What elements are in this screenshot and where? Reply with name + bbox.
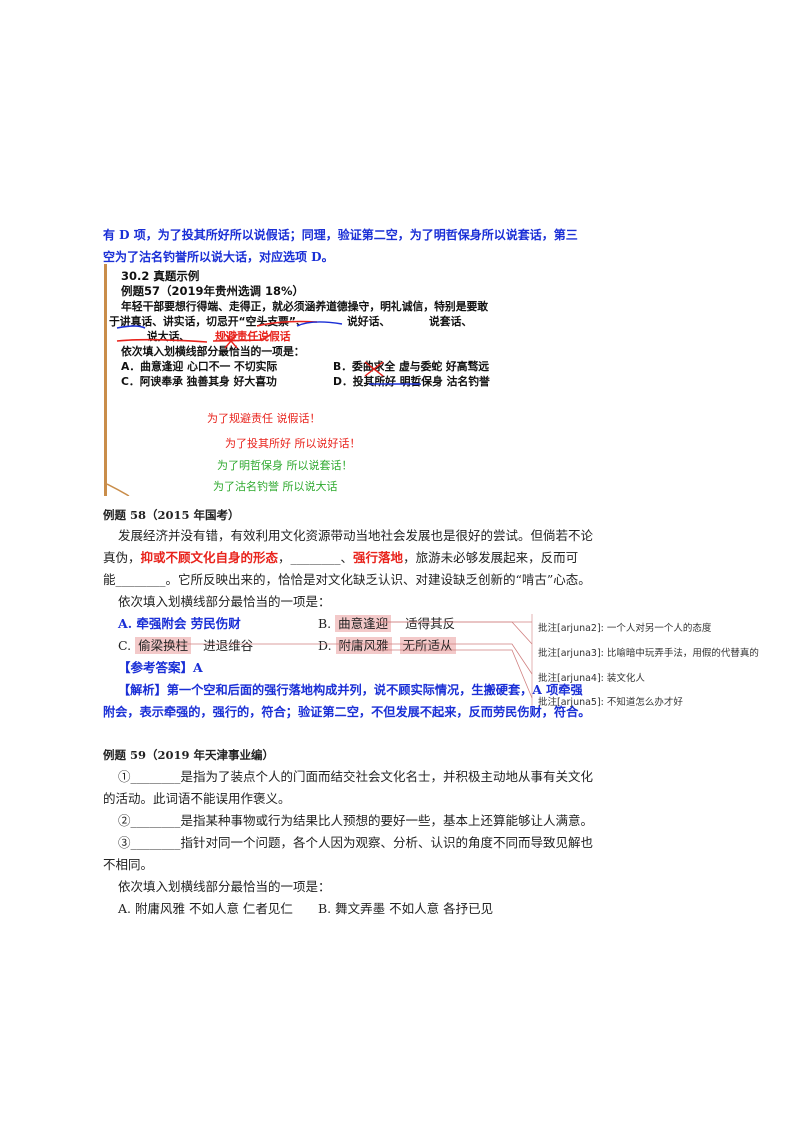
p1-text-3: ，旅游未必够发展起来，反而可 [403, 550, 579, 565]
image-annotation-strokes [107, 320, 421, 496]
example58-answer: 【参考答案】A [118, 660, 203, 675]
example59-title: 例题 59（2019 年天津事业编） [103, 748, 275, 762]
image-header-2: 例题57（2019年贵州选调 18%） [121, 284, 305, 298]
p1-red-2: 强行落地 [353, 550, 404, 565]
comment-arjuna5[interactable]: 批注[arjuna5]: 不知道怎么办才好 [538, 697, 683, 708]
example59-item1-line-1: ①________是指为了装点个人的门面而结交社会文化名士，并积极主动地从事有关… [118, 769, 594, 784]
example59-option-b: B. 舞文弄墨 不如人意 各抒已见 [318, 901, 494, 916]
example58-paragraph-line-3: 能________。它所反映出来的，恰恰是对文化缺乏认识、对建设缺乏创新的“啃古… [103, 572, 591, 587]
example58-option-a: A. 牵强附会 劳民伤财 [118, 616, 241, 631]
example59-item2: ②________是指某种事物或行为结果比人预想的要好一些，基本上还算能够让人满… [118, 813, 594, 828]
image-question-prompt: 依次填入划横线部分最恰当的一项是： [121, 345, 305, 358]
image-option-d: D．投其所好 明哲保身 沽名钓誉 [333, 375, 490, 388]
p1-text-1: 真伪， [103, 550, 141, 565]
option-b-word-2: 适得其反 [405, 616, 456, 631]
image-question-line-3b: 规避责任说假话 [215, 330, 291, 343]
example59-item1-line-2: 的活动。此词语不能误用作褒义。 [103, 791, 291, 806]
option-b-word-1: 曲意逢迎 [335, 615, 392, 632]
embedded-question-image: 30.2 真题示例 例题57（2019年贵州选调 18%） 年轻干部要想行得端、… [104, 264, 499, 496]
image-callout-4: 为了沽名钓誉 所以说大话 [213, 480, 338, 493]
analysis-line-2: 空为了沽名钓誉所以说大话，对应选项 D。 [103, 250, 334, 264]
image-callout-3: 为了明哲保身 所以说套话！ [217, 459, 353, 472]
option-c-label: C. [118, 638, 132, 653]
p1-red-1: 抑或不顾文化自身的形态 [140, 550, 279, 565]
example59-item3-line-2: 不相同。 [103, 857, 154, 872]
example58-paragraph-line-1: 发展经济并没有错，有效利用文化资源带动当地社会发展也是很好的尝试。但倘若不论 [118, 528, 594, 543]
comment-arjuna4[interactable]: 批注[arjuna4]: 装文化人 [538, 673, 645, 684]
example58-analysis-line-2: 附会，表示牵强的，强行的，符合；验证第二空，不但发展不起来，反而劳民伤财，符合。 [103, 705, 591, 719]
comment-arjuna3[interactable]: 批注[arjuna3]: 比喻暗中玩弄手法，用假的代替真的 [538, 648, 759, 659]
example59-option-a: A. 附庸风雅 不如人意 仁者见仁 [118, 901, 293, 916]
option-c-word-2: 进退维谷 [203, 638, 254, 653]
image-question-line-2c: 说套话、 [429, 315, 473, 328]
image-header-1: 30.2 真题示例 [121, 269, 200, 283]
image-question-line-1: 年轻干部要想行得端、走得正，就必须涵养道德操守，明礼诚信，特别是要敢 [121, 300, 489, 313]
image-question-line-2b: 说好话、 [347, 315, 391, 328]
image-question-line-2a: 于讲真话、讲实话，切忌开“空头支票”、 [109, 315, 307, 328]
image-option-a: A．曲意逢迎 心口不一 不切实际 [121, 360, 278, 373]
example58-option-c: C. 偷梁换柱 进退维谷 [118, 635, 253, 657]
comment-arjuna2[interactable]: 批注[arjuna2]: 一个人对另一个人的态度 [538, 623, 712, 634]
example58-title: 例题 58（2015 年国考） [103, 508, 240, 522]
image-callout-1: 为了规避责任 说假话！ [207, 412, 321, 425]
option-b-label: B. [318, 616, 332, 631]
p1-text-2: ，________、 [278, 550, 354, 565]
example58-analysis-line-1: 【解析】第一个空和后面的强行落地构成并列，说不顾实际情况，生搬硬套，A 项牵强 [118, 683, 583, 697]
image-callout-2: 为了投其所好 所以说好话！ [225, 437, 361, 450]
example59-prompt: 依次填入划横线部分最恰当的一项是： [118, 879, 331, 894]
option-d-label: D. [318, 638, 332, 653]
example58-paragraph-line-2: 真伪，抑或不顾文化自身的形态，________、强行落地，旅游未必够发展起来，反… [103, 547, 578, 569]
example58-prompt: 依次填入划横线部分最恰当的一项是： [118, 594, 331, 609]
example59-item3-line-1: ③________指针对同一个问题，各个人因为观察、分析、认识的角度不同而导致见… [118, 835, 594, 850]
option-c-word-1: 偷梁换柱 [135, 637, 192, 654]
image-option-c: C．阿谀奉承 独善其身 好大喜功 [121, 375, 277, 388]
example58-option-b: B. 曲意逢迎 适得其反 [318, 613, 455, 635]
analysis-line-1: 有 D 项，为了投其所好所以说假话；同理，验证第二空，为了明哲保身所以说套话，第… [103, 228, 578, 242]
